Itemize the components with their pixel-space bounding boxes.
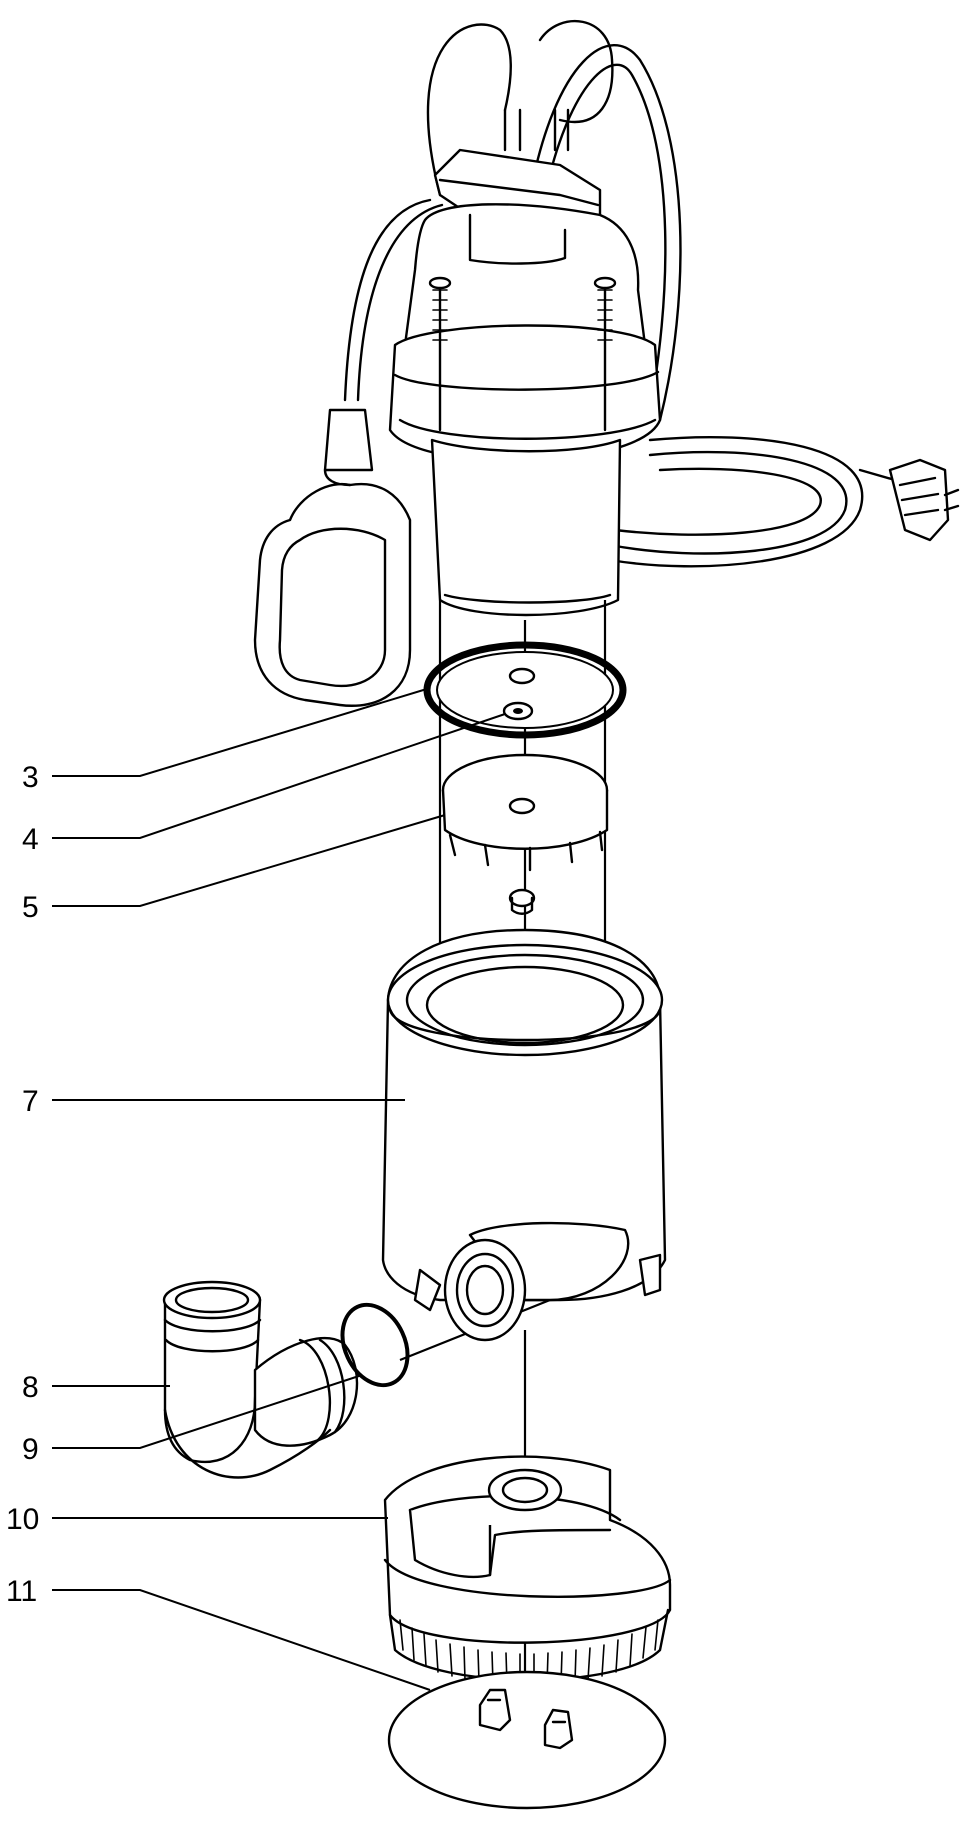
motor-housing — [388, 148, 662, 617]
part-8-elbow — [162, 1280, 359, 1479]
part-9-seal-ring — [340, 1302, 410, 1388]
part-4-washer — [502, 667, 536, 721]
float-switch — [253, 408, 412, 707]
base-slots — [399, 1619, 659, 1687]
part-10-base — [383, 1455, 672, 1687]
power-plug — [888, 458, 960, 542]
part-5-impeller — [441, 753, 609, 915]
callout-11: 11 — [6, 1575, 37, 1608]
part-11-base-plate — [387, 1670, 667, 1810]
callout-8: 8 — [22, 1371, 39, 1404]
housing-screws — [428, 276, 617, 432]
part-7-pump-body — [381, 928, 667, 1342]
leader-lines — [52, 687, 506, 1691]
callout-4: 4 — [22, 823, 39, 856]
power-cable — [528, 44, 897, 568]
callout-3: 3 — [22, 761, 39, 794]
callout-5: 5 — [22, 891, 39, 924]
float-switch-cable — [343, 19, 614, 402]
callout-10: 10 — [6, 1503, 39, 1536]
callout-labels: 3 4 5 7 8 9 10 11 — [6, 761, 39, 1608]
callout-9: 9 — [22, 1433, 39, 1466]
callout-7: 7 — [22, 1085, 39, 1118]
part-3-o-ring — [423, 641, 627, 739]
